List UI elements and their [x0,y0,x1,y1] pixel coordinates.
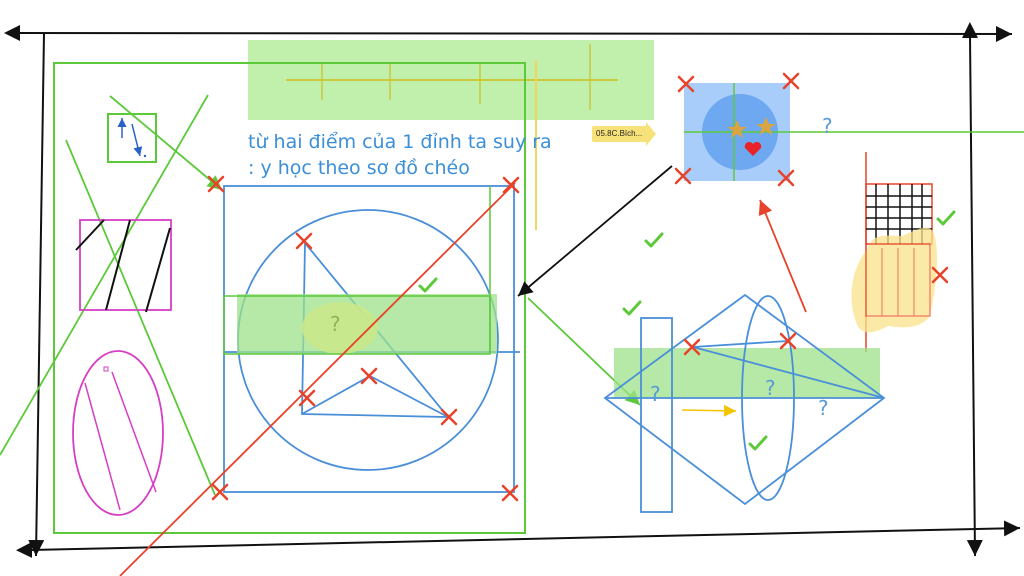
outer-frame [4,22,1021,558]
question-mark: ? [818,396,829,420]
annotation-line-1: từ hai điểm của 1 đỉnh ta suy ra [248,131,552,153]
red-cross-mark [502,176,520,194]
red-cross-mark [211,483,229,501]
green-check-mark [748,435,768,451]
red-cross-mark [207,175,225,193]
red-cross-mark [677,75,695,93]
question-mark: ? [330,312,341,336]
question-mark: ? [650,382,661,406]
red-cross-mark [782,72,800,90]
green-check-mark [936,210,956,226]
yellow-arrow[interactable] [681,404,737,417]
red-cross-mark [779,332,797,350]
red-diagonal-line[interactable] [119,182,516,576]
red-cross-marks [207,72,949,502]
red-cross-mark [295,232,313,250]
diamond-highlight [614,348,880,398]
red-cross-mark [298,389,316,407]
green-frame-rect[interactable] [53,62,526,534]
diamond-ellipse-figure[interactable] [603,293,886,513]
magenta-square-hatched[interactable] [75,219,172,313]
magenta-ellipse[interactable] [72,350,164,516]
red-cross-mark [674,167,692,185]
red-arrow[interactable] [758,199,807,313]
middle-highlight [223,186,497,355]
red-cross-mark [777,169,795,187]
green-check-mark [418,277,438,293]
question-mark: ? [822,114,833,138]
green-check-marks [418,210,956,451]
black-pointer-arrow[interactable] [517,165,673,297]
red-cross-mark [683,338,701,356]
top-highlight-ruler [248,40,654,230]
author-tag[interactable]: 05.8C.Bích... [592,122,657,146]
red-cross-mark [931,266,949,284]
question-mark: ? [765,376,776,400]
annotation-line-2: : y học theo sơ đồ chéo [248,157,470,179]
green-check-mark [644,232,664,248]
red-cross-mark [440,408,458,426]
green-check-mark [622,300,642,316]
red-cross-mark [501,484,519,502]
heart-stars-icon-box[interactable] [684,83,1024,181]
red-cross-mark [360,367,378,385]
yellow-hand-scribble [851,227,937,333]
swap-arrows-box[interactable] [107,113,157,163]
